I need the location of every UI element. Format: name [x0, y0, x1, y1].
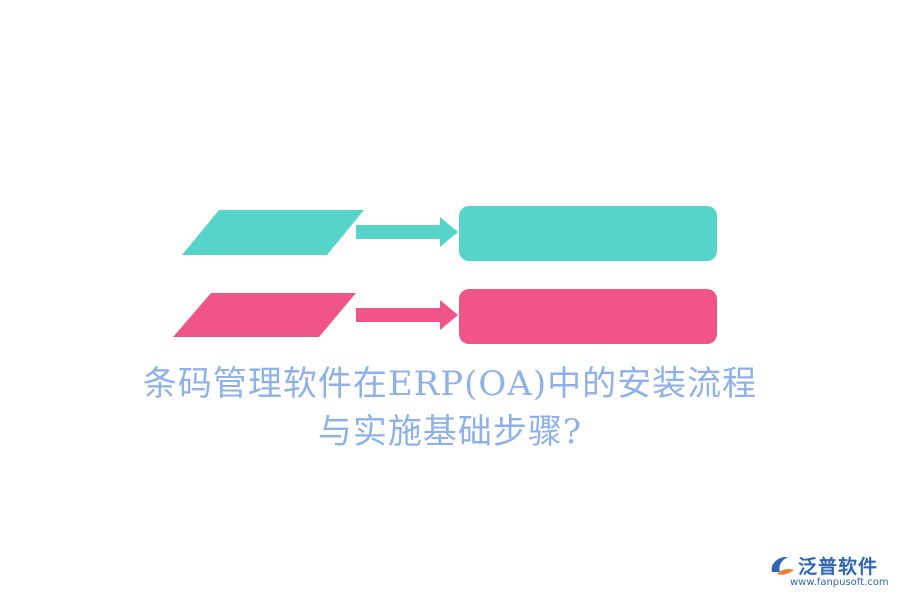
output-box-1	[459, 206, 717, 261]
brand-url: www.fanpusoft.com	[790, 577, 889, 588]
page-title-line-2: 与实施基础步骤?	[317, 412, 583, 452]
brand-name: 泛普软件	[798, 556, 879, 578]
flow-row-2	[173, 289, 717, 344]
input-parallelogram-1	[182, 210, 364, 255]
page-title-line-1: 条码管理软件在ERP(OA)中的安装流程	[142, 364, 758, 404]
arrow-right-icon-1	[356, 217, 458, 247]
output-box-2	[459, 289, 717, 344]
input-parallelogram-2	[173, 293, 356, 337]
fanpu-logo-icon	[771, 556, 794, 575]
arrow-right-icon-2	[356, 300, 458, 330]
brand-watermark: 泛普软件 www.fanpusoft.com	[768, 552, 894, 594]
flow-row-1	[182, 206, 717, 261]
